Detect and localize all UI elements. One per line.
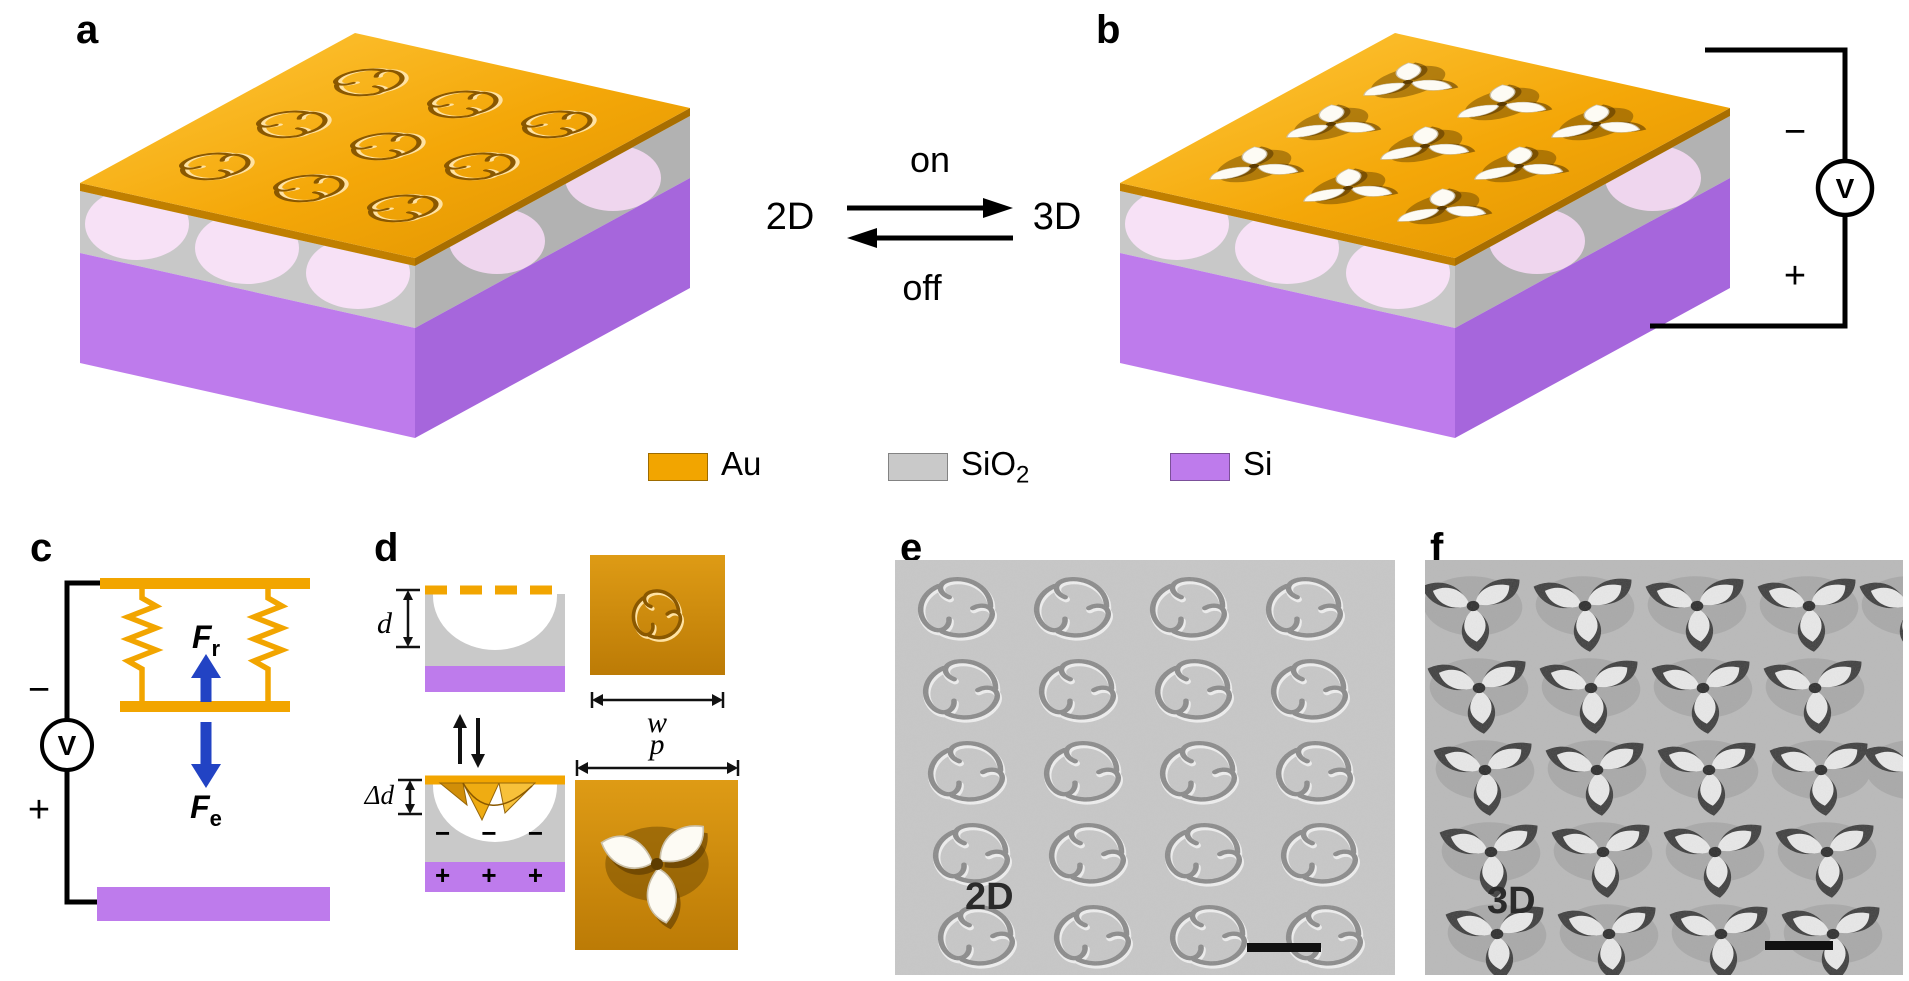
legend-item-gold: Au: [648, 447, 761, 482]
sem-3d-pattern: [1425, 560, 1903, 975]
unit-top-view-3d: p: [575, 728, 740, 950]
panel-e-label: e: [900, 526, 923, 570]
dimension-arrow-delta-d: [398, 778, 422, 816]
legend-item-silicon: Si: [1170, 447, 1272, 482]
sem-noise: [895, 560, 1395, 975]
voltmeter-symbol: [1815, 158, 1875, 218]
gold-film-front-edge: [80, 183, 415, 266]
gap-label: d: [377, 607, 393, 640]
dimension-arrow-p: [575, 760, 740, 776]
unit-top-view-2d: w: [590, 555, 725, 739]
deflected-kirigami: [438, 782, 537, 822]
suspended-beam: [120, 701, 290, 712]
width-label: w: [647, 706, 667, 739]
gold-anchor-bar: [100, 578, 310, 589]
unit-cell-schematic: d w: [364, 555, 740, 950]
plus-terminal: +: [1784, 255, 1806, 297]
silicon-layer: [425, 862, 565, 892]
chip-3d-illustration: [1120, 33, 1730, 438]
sem-2d-pattern: [895, 560, 1395, 975]
gold-film-right-edge: [1455, 108, 1730, 266]
silicon-layer: [425, 666, 565, 692]
force-arrow-up: [191, 654, 221, 702]
force-arrow-down: [191, 722, 221, 788]
panel-c-label: c: [30, 526, 53, 570]
dimension-arrow-d: [396, 588, 420, 649]
silica-label: SiO2: [961, 444, 1030, 489]
gold-film-top-face: [80, 33, 690, 258]
gold-film-right-edge: [415, 108, 690, 266]
plus-terminal: +: [28, 789, 50, 831]
positive-charges: + + +: [435, 860, 555, 890]
on-text: on: [909, 139, 951, 180]
silica-swatch: [888, 453, 948, 481]
gold-surface: [590, 555, 725, 675]
arrow-left-head: [847, 228, 877, 248]
scale-bar: [1765, 941, 1833, 950]
arrow-right-head: [983, 198, 1013, 218]
restoring-force-label: Fr: [192, 619, 221, 661]
voltmeter-label: V: [1836, 173, 1855, 204]
pitch-label: p: [648, 728, 665, 761]
chip-2d-illustration: [80, 33, 690, 438]
silicon-substrate-front: [80, 253, 415, 438]
scale-bar: [1247, 943, 1321, 952]
sem-image-3d: 3D: [1425, 560, 1903, 975]
delta-gap-label: Δd: [364, 780, 395, 810]
silicon-electrode: [97, 887, 330, 921]
panel-b-label: b: [1096, 8, 1121, 52]
cross-section-2d: d: [377, 585, 565, 692]
negative-charges: − − −: [435, 818, 555, 848]
air-cavity: [433, 594, 557, 650]
gold-swatch: [648, 453, 708, 481]
legend-item-silica: SiO2: [888, 447, 1029, 487]
gold-film-front-edge: [1120, 183, 1455, 266]
sem-noise: [1425, 560, 1903, 975]
panel-f-label: f: [1430, 526, 1444, 570]
spring-stubs: [139, 680, 271, 701]
equilibrium-arrows: [453, 714, 485, 768]
state-2d-text: 2D: [765, 196, 815, 238]
silicon-label: Si: [1243, 444, 1273, 482]
spring-right: [246, 589, 290, 680]
state-3d-text: 3D: [1032, 196, 1082, 238]
cross-section-3d: − − − + + + Δd: [364, 775, 565, 892]
silicon-substrate-right: [1455, 178, 1730, 438]
silicon-swatch: [1170, 453, 1230, 481]
transition-arrows: [847, 198, 1013, 248]
off-text: off: [902, 267, 942, 308]
dimension-arrow-w: [590, 692, 725, 708]
minus-terminal: −: [1784, 111, 1806, 153]
actuation-schematic: V − + Fr Fe: [28, 578, 330, 921]
gold-label: Au: [721, 444, 762, 482]
sem-3d-state-label: 3D: [1487, 880, 1536, 922]
panel-a-label: a: [76, 8, 99, 52]
sem-image-2d: 2D: [895, 560, 1395, 975]
electrostatic-force-label: Fe: [190, 789, 222, 831]
voltmeter-symbol: [40, 718, 94, 772]
voltmeter-label: V: [58, 730, 77, 761]
minus-terminal: −: [28, 669, 50, 711]
voltage-circuit-b: V − +: [1650, 47, 1875, 329]
silicon-substrate-right: [415, 178, 690, 438]
panel-d-label: d: [374, 526, 399, 570]
silicon-substrate-front: [1120, 253, 1455, 438]
spring-left: [120, 589, 164, 680]
sem-2d-state-label: 2D: [965, 876, 1014, 918]
